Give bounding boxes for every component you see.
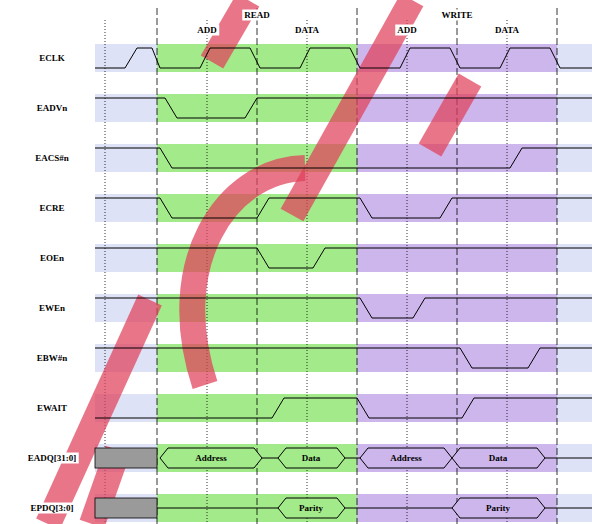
waveforms [95, 48, 592, 518]
phase-label: ADD [395, 25, 419, 36]
signal-name: EACS#n [33, 153, 71, 164]
bus-value: Address [193, 453, 228, 464]
bus-idle-line [345, 458, 360, 459]
bus-value: Parity [484, 503, 512, 514]
signal-waveform [95, 298, 592, 318]
watermark-stroke [430, 80, 470, 150]
signal-name: EWAIT [35, 403, 69, 414]
signal-name: EWEn [37, 303, 67, 314]
bus-value-shape [160, 448, 262, 468]
watermark [48, 0, 470, 524]
bus-value: Parity [297, 503, 325, 514]
watermark-stroke [292, 0, 412, 215]
signal-waveform [95, 248, 592, 268]
signal-name: EADVn [35, 103, 70, 114]
watermark-stroke [192, 168, 305, 385]
phase-label: DATA [293, 25, 321, 36]
signal-waveform [95, 48, 592, 68]
bus-value: Data [300, 453, 323, 464]
signal-name: EPDQ[3:0] [29, 503, 76, 514]
phase-label: ADD [195, 25, 219, 36]
bus-idle-line [545, 508, 592, 509]
cycle-label: READ [242, 10, 272, 21]
signal-waveform [95, 98, 592, 118]
signal-name: ECLK [37, 53, 67, 64]
signal-waveform [95, 148, 592, 168]
undefined-bus-state [95, 448, 157, 468]
bus-idle-line [157, 508, 278, 509]
signal-name: EADQ[31:0] [26, 453, 79, 464]
bus-idle-line [262, 458, 278, 459]
bus-value: Data [487, 453, 510, 464]
grid-lines [105, 8, 557, 524]
signal-waveform [95, 348, 592, 368]
row-band [95, 494, 157, 522]
bus-value-shape [360, 448, 452, 468]
signal-name: ECRE [37, 203, 66, 214]
row-band [95, 444, 157, 472]
cycle-label: WRITE [439, 10, 474, 21]
bus-value-shape [452, 498, 545, 518]
cycle-divider [157, 8, 158, 524]
bus-value-shape [278, 448, 345, 468]
bus-value: Address [388, 453, 423, 464]
phase-label: DATA [493, 25, 521, 36]
signal-waveform [95, 198, 592, 218]
signal-name: EBW#n [35, 353, 70, 364]
cycle-divider [557, 8, 558, 524]
bus-value-shape [278, 498, 345, 518]
signal-waveform [95, 398, 592, 418]
signal-name: EOEn [38, 253, 66, 264]
bus-idle-line [545, 458, 592, 459]
cycle-divider [257, 8, 258, 524]
undefined-bus-state [95, 498, 157, 518]
bus-value-shape [452, 448, 545, 468]
bus-idle-line [345, 508, 452, 509]
